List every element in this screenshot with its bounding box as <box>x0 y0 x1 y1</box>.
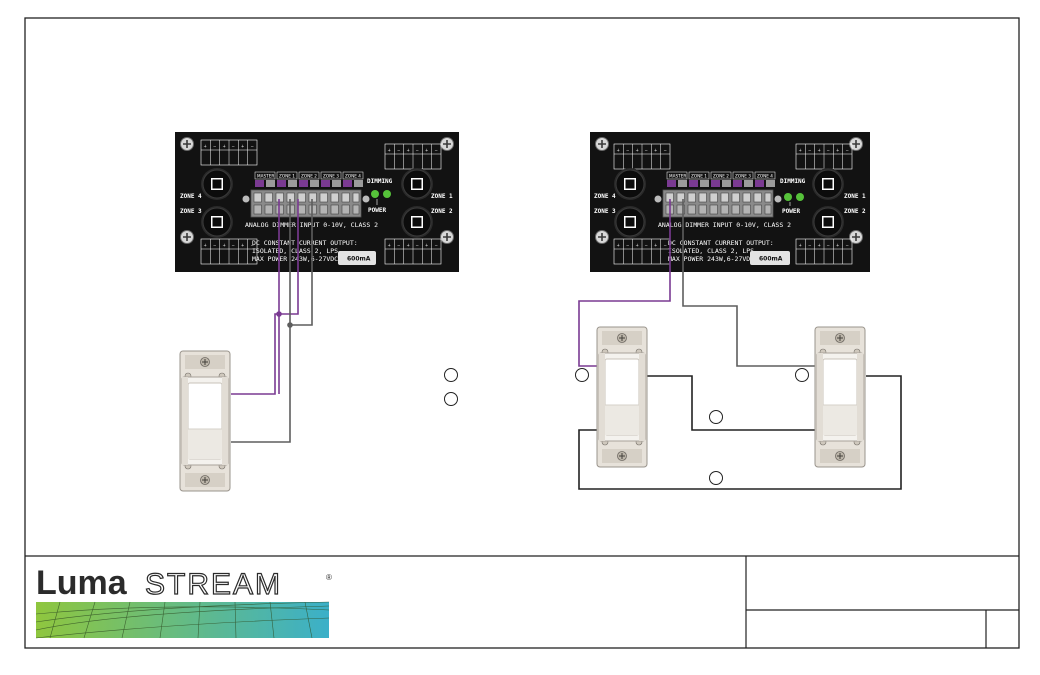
dimmer-switch-single <box>179 350 231 492</box>
three-way-switch-left <box>596 326 648 468</box>
rj45-port-zone-1 <box>400 167 434 201</box>
zone-label: ZONE 3 <box>180 208 202 215</box>
dimming-led <box>371 190 379 198</box>
zone-label: ZONE 3 <box>594 208 616 215</box>
power-led <box>383 190 391 198</box>
header-tab: ZONE 4 <box>345 173 361 178</box>
left-driver: ZONE 4 ZONE 3 ZONE 1 ZONE 2 MASTER ZONE … <box>175 132 459 272</box>
left-wiring <box>231 199 313 443</box>
three-way-switch-right <box>814 326 866 468</box>
dimmer-input-terminal-block <box>250 189 362 218</box>
dimmer-input-label: ANALOG DIMMER INPUT 0-10V, CLASS 2 <box>658 221 791 229</box>
right-driver: ZONE 4 ZONE 3 ZONE 1 ZONE 2 MASTER ZONE … <box>590 132 870 272</box>
dimming-label: DIMMING <box>780 178 806 185</box>
output-spec-line: ISOLATED, CLASS 2, LPS <box>252 247 338 255</box>
header-tab: MASTER <box>669 173 686 178</box>
right-wiring <box>578 199 902 490</box>
header-tab: ZONE 3 <box>323 173 339 178</box>
header-tab: ZONE 1 <box>691 173 707 178</box>
output-spec-line: ISOLATED, CLASS 2, LPS <box>668 247 754 255</box>
zone-label: ZONE 4 <box>180 193 202 200</box>
sheet-border <box>24 17 1020 649</box>
zone-label: ZONE 1 <box>844 193 866 200</box>
reference-markers <box>444 368 809 485</box>
header-tab: ZONE 2 <box>713 173 729 178</box>
logo-wordmark-stream: STREAM <box>145 568 282 601</box>
zone-label: ZONE 1 <box>431 193 453 200</box>
power-label: POWER <box>782 208 800 215</box>
output-spec-line: DC CONSTANT CURRENT OUTPUT: <box>668 239 774 247</box>
header-tab: ZONE 1 <box>279 173 295 178</box>
power-label: POWER <box>368 207 386 214</box>
current-rating-badge: 600mA <box>347 256 371 263</box>
header-tab: ZONE 3 <box>735 173 751 178</box>
dimming-label: DIMMING <box>367 178 393 185</box>
zone-label: ZONE 4 <box>594 193 616 200</box>
header-tab: ZONE 4 <box>757 173 773 178</box>
zone-label: ZONE 2 <box>431 208 453 215</box>
lumastream-logo: Luma STREAM ® <box>35 564 332 639</box>
registered-mark: ® <box>326 573 332 582</box>
output-spec-line: MAX POWER 243W,6-27VDC, <box>252 255 342 263</box>
logo-wordmark-luma: Luma <box>36 564 128 602</box>
output-spec-line: MAX POWER 243W,6-27VDC, <box>668 255 758 263</box>
current-rating-badge: 600mA <box>759 256 783 263</box>
zone-label: ZONE 2 <box>844 208 866 215</box>
header-tab: MASTER <box>257 173 274 178</box>
output-spec-line: DC CONSTANT CURRENT OUTPUT: <box>252 239 358 247</box>
rj45-port-zone-3 <box>200 205 234 239</box>
rj45-port-zone-2 <box>400 205 434 239</box>
rj45-port-zone-4 <box>200 167 234 201</box>
header-tab: ZONE 2 <box>301 173 317 178</box>
